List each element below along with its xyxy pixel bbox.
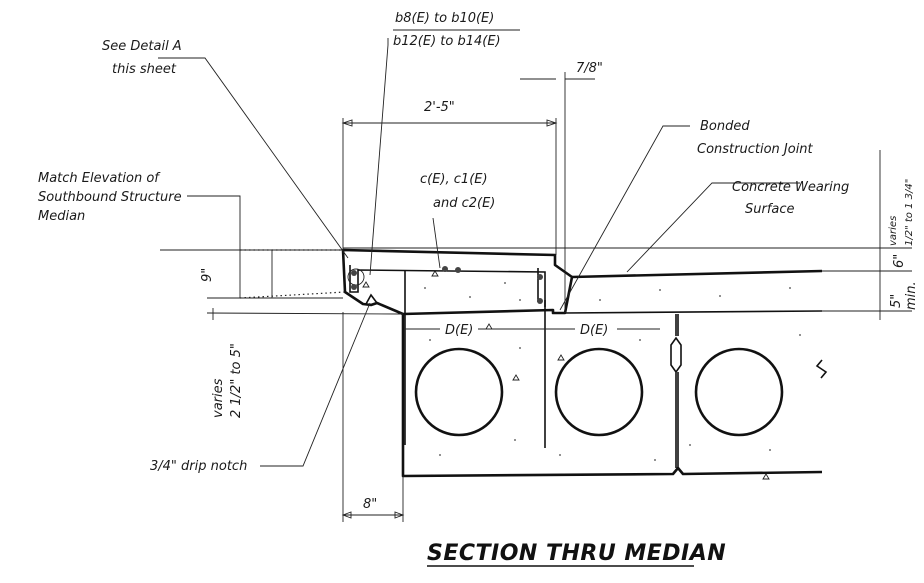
match-elevation-label: Match Elevation of: [38, 171, 161, 186]
rebar: [347, 265, 546, 448]
drawing-title: SECTION THRU MEDIAN: [427, 541, 726, 566]
concrete-wearing-label-2: Surface: [745, 202, 795, 217]
structure-outline: [341, 248, 828, 478]
match-elevation-label-3: Median: [38, 209, 85, 224]
girder-joint: [670, 314, 682, 468]
d-left-label: D(E): [445, 323, 473, 338]
void-1: [414, 347, 504, 437]
see-detail-label-2: this sheet: [112, 62, 177, 77]
d-right-label: D(E): [580, 323, 608, 338]
concrete-wearing-label: Concrete Wearing: [732, 180, 849, 195]
rebar-dot: [442, 266, 448, 272]
concrete-texture: [362, 270, 801, 480]
dim-five-min: 5": [889, 294, 904, 308]
rebar-c-label: c(E), c1(E): [420, 172, 488, 187]
dim-eight-in: 8": [363, 497, 377, 512]
dim-varies-right-range: 1/2" to 1 3/4": [904, 179, 915, 246]
rebar-b-label: b8(E) to b10(E): [395, 11, 494, 26]
dim-six-in: 6": [892, 254, 907, 268]
box-girder: [401, 314, 823, 478]
rebar-c-label-2: and c2(E): [433, 196, 495, 211]
dim-seven-eighths: 7/8": [576, 61, 603, 76]
bonded-label-2: Construction Joint: [697, 142, 814, 157]
rebar-dot: [351, 284, 357, 290]
dim-nine-in: 9": [200, 268, 215, 282]
rebar-b-label-2: b12(E) to b14(E): [393, 34, 501, 49]
match-elevation-label-2: Southbound Structure: [38, 190, 182, 205]
dim-varies-left-range: 2 1/2" to 5": [229, 343, 244, 418]
void-2: [554, 347, 644, 437]
drip-notch-label: 3/4" drip notch: [150, 459, 247, 474]
rebar-dot: [537, 274, 543, 280]
rebar-stirrup: [349, 265, 546, 307]
dimension-lines: [160, 72, 912, 522]
bonded-label: Bonded: [700, 119, 750, 134]
void-3: [694, 347, 784, 437]
median-curb: [341, 248, 574, 316]
rebar-dot: [537, 298, 543, 304]
wearing-surface: [571, 269, 823, 279]
drip-notch-shape: [365, 293, 378, 305]
dim-varies-right: varies: [888, 216, 899, 246]
rebar-dot: [455, 267, 461, 273]
leader-lines: [158, 38, 800, 467]
dim-width-top: 2'-5": [424, 100, 455, 115]
rebar-dot: [351, 270, 357, 276]
slab-top: [564, 310, 823, 314]
see-detail-label: See Detail A: [102, 39, 182, 54]
dim-five-min-label: min.: [904, 281, 919, 310]
dim-varies-left: varies: [211, 378, 226, 418]
break-line: [815, 359, 828, 379]
annotations: See Detail A this sheet Match Elevation …: [38, 11, 919, 567]
